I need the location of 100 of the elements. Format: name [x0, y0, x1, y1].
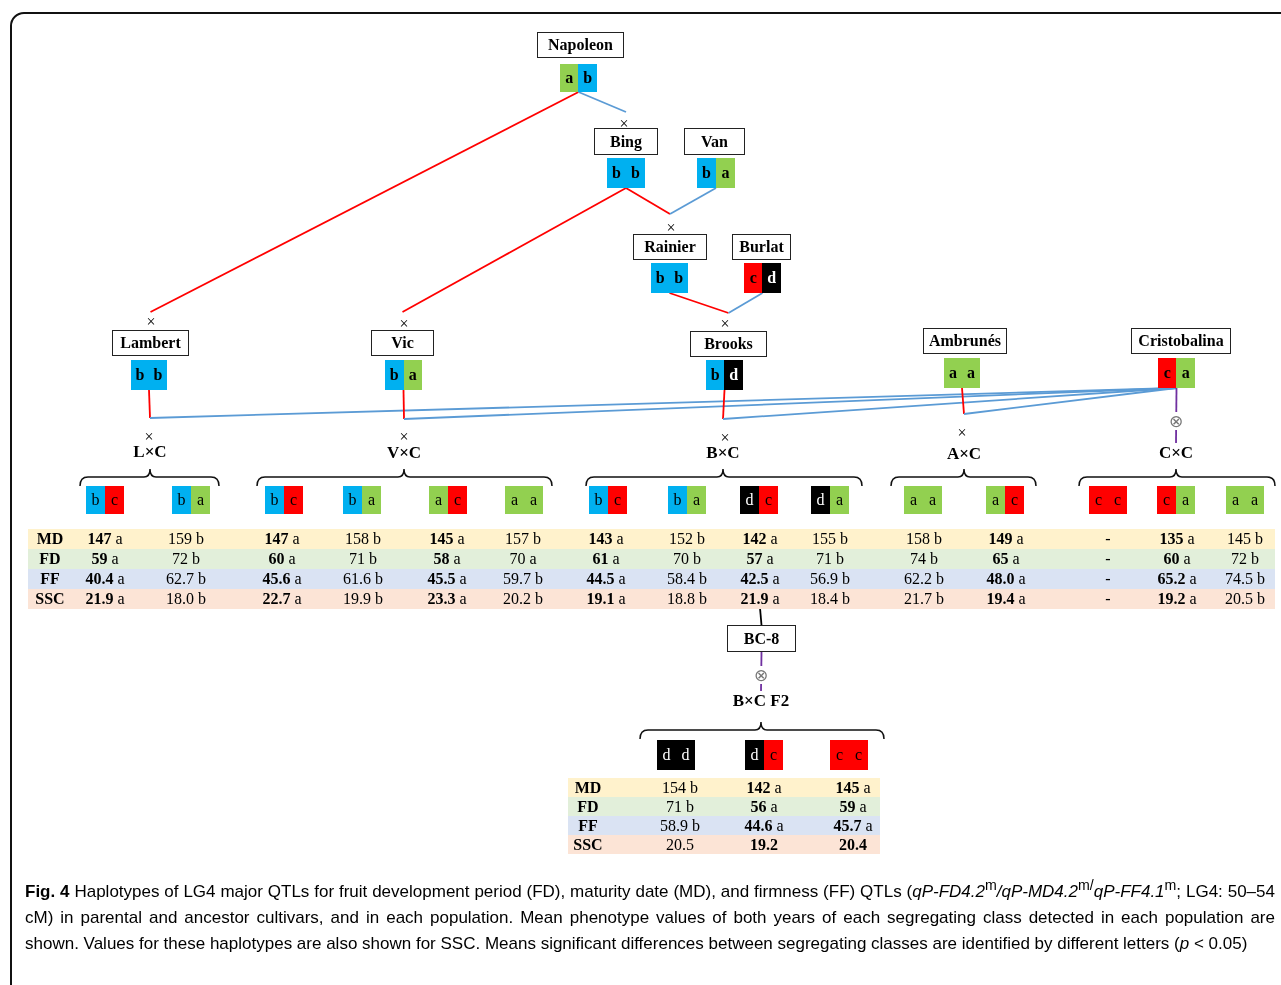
cross-symbol: × [719, 431, 731, 445]
allele-letter: b [582, 68, 594, 88]
row-header: SSC [573, 836, 603, 854]
allele-letter: d [661, 745, 672, 765]
allele-letter: a [366, 490, 377, 510]
table-value: 22.7 a [262, 590, 302, 608]
table-value: 143 a [588, 530, 624, 548]
table-value: 74.5 b [1225, 570, 1265, 588]
haplotype-block [505, 486, 543, 514]
allele-letter: b [701, 163, 712, 183]
haplotype-block [1157, 486, 1195, 514]
population-label: B×C [693, 443, 753, 463]
haplotype-block [697, 158, 735, 188]
population-label: A×C [934, 444, 994, 464]
allele-letter: b [152, 365, 164, 385]
table-value: 56 a [750, 798, 778, 816]
allele-letter: c [1162, 363, 1172, 383]
allele-letter: a [948, 363, 958, 383]
allele-letter: a [1249, 490, 1260, 510]
allele-letter: a [509, 490, 520, 510]
table-value: 62.7 b [166, 570, 206, 588]
allele-letter: c [452, 490, 463, 510]
haplotype-block [343, 486, 381, 514]
cross-symbol: × [143, 430, 155, 444]
allele-letter: b [654, 268, 666, 288]
allele-letter: a [834, 490, 845, 510]
table-value: 71 b [349, 550, 377, 568]
haplotype-block [589, 486, 627, 514]
table-value: 59.7 b [503, 570, 543, 588]
table-value: 56.9 b [810, 570, 850, 588]
table-value: 23.3 a [427, 590, 467, 608]
table-value: 19.2 [750, 836, 778, 854]
table-value: 19.2 a [1157, 590, 1197, 608]
cultivar-box: Lambert [112, 330, 189, 356]
table-value: 61.6 b [343, 570, 383, 588]
allele-letter: c [1093, 490, 1104, 510]
allele-letter: b [630, 163, 641, 183]
haplotype-block [385, 360, 422, 390]
allele-letter: a [1180, 490, 1191, 510]
allele-letter: a [407, 365, 418, 385]
row-header: MD [36, 530, 64, 548]
table-value: 72 b [1231, 550, 1259, 568]
table-value: 45.5 a [427, 570, 467, 588]
population-label: L×C [120, 442, 180, 462]
allele-letter: b [134, 365, 146, 385]
table-value: 59 a [839, 798, 867, 816]
table-value: 158 b [906, 530, 942, 548]
row-header: FF [578, 817, 598, 835]
row-header: FD [577, 798, 599, 816]
haplotype-block [830, 740, 868, 770]
haplotype-block [429, 486, 467, 514]
haplotype-block [172, 486, 210, 514]
table-value: 19.1 a [586, 590, 626, 608]
population-label: C×C [1146, 443, 1206, 463]
table-value: 154 b [662, 779, 698, 797]
table-value: 74 b [910, 550, 938, 568]
allele-letter: b [347, 490, 358, 510]
figure-caption: Fig. 4 Haplotypes of LG4 major QTLs for fruit development period (FD), maturity date (MD), and firmness (FF) QTLs (qP-FD4.2$^{m}$/qP-MD4.2$^{m/}$qP-FF4.1$^{m}$; LG4: 50–54 cM) in parental and ancestor cultivars, and in each population. Mean phenotype values of both years of each segregating class detected in each population are shown. Values for these haplotypes are also shown for SSC. Means significant differences between segregating classes are identified by different letters (p < 0.05) [25, 876, 1275, 955]
row-header: FF [40, 570, 60, 588]
table-value: - [1105, 570, 1111, 588]
table-value: 71 b [666, 798, 694, 816]
pedigree-line [668, 292, 730, 314]
table-value: 152 b [669, 530, 705, 548]
allele-letter: c [1161, 490, 1172, 510]
allele-letter: b [388, 365, 400, 385]
allele-letter: d [766, 268, 778, 288]
population-label: V×C [374, 443, 434, 463]
table-value: 45.6 a [262, 570, 302, 588]
pedigree-line [759, 607, 763, 626]
cross-symbol: × [956, 426, 968, 440]
allele-letter: b [673, 268, 685, 288]
haplotype-block [1226, 486, 1264, 514]
cultivar-box: Bing [594, 128, 658, 155]
table-value: 18.0 b [166, 590, 206, 608]
table-value: 142 a [742, 530, 778, 548]
allele-letter: c [763, 490, 774, 510]
allele-letter: a [720, 163, 731, 183]
allele-letter: d [815, 490, 826, 510]
table-value: 60 a [268, 550, 296, 568]
table-value: 59 a [91, 550, 119, 568]
cultivar-box: Burlat [732, 234, 791, 260]
pedigree-line [401, 187, 627, 313]
table-value: 62.2 b [904, 570, 944, 588]
row-header: FD [39, 550, 61, 568]
population-label: B×C F2 [714, 691, 808, 711]
allele-letter: b [611, 163, 622, 183]
table-value: 40.4 a [85, 570, 125, 588]
cross-symbol: × [398, 317, 410, 331]
table-value: 158 b [345, 530, 381, 548]
pedigree-line [577, 91, 627, 113]
allele-letter: a [990, 490, 1001, 510]
cultivar-box: Rainier [633, 234, 707, 260]
cultivar-box: BC-8 [727, 625, 796, 652]
allele-letter: d [728, 365, 740, 385]
table-value: 61 a [592, 550, 620, 568]
pedigree-line [402, 389, 405, 420]
row-header: MD [574, 779, 602, 797]
table-value: - [1105, 550, 1111, 568]
table-value: 65 a [992, 550, 1020, 568]
cultivar-box: Brooks [690, 331, 767, 357]
